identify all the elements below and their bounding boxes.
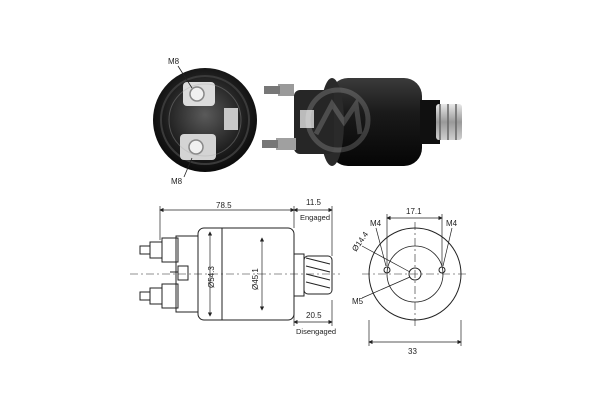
photo-end-view: M8 M8	[153, 57, 257, 186]
watermark-logo	[305, 87, 371, 153]
length-dimension: 78.5	[216, 201, 232, 210]
terminal-lower-stud	[139, 291, 151, 301]
engaged-label: Engaged	[300, 213, 330, 222]
end-view-bottom-label: M8	[171, 177, 183, 186]
drawing-side-view	[130, 227, 340, 321]
right-terminal-hole	[438, 266, 446, 274]
plunger-outline	[303, 255, 333, 295]
end-cap-photo	[153, 68, 257, 172]
terminal-spacing-dimension: 17.1	[406, 207, 422, 216]
body-diameter-dimension: Ø54.3	[207, 266, 216, 288]
terminal-upper-stud	[139, 245, 151, 255]
end-view-dimensions	[361, 214, 462, 346]
left-terminal-label: M4	[370, 219, 382, 228]
left-terminal-hole	[383, 266, 391, 274]
end-view-top-label: M8	[168, 57, 180, 66]
inner-diameter-dimension: Ø45.1	[251, 268, 260, 290]
center-hole-dimension: Ø14.4	[350, 230, 370, 253]
right-terminal-label: M4	[446, 219, 458, 228]
engaged-dimension: 11.5	[306, 198, 322, 207]
photo-side-view	[262, 78, 462, 166]
disengaged-dimension: 20.5	[306, 311, 322, 320]
width-dimension: 33	[408, 347, 417, 356]
solenoid-body-photo	[330, 78, 422, 166]
drawing-end-view	[362, 222, 468, 326]
center-thread-label: M5	[352, 297, 364, 306]
disengaged-label: Disengaged	[296, 327, 336, 336]
side-view-dimensions	[159, 206, 333, 326]
